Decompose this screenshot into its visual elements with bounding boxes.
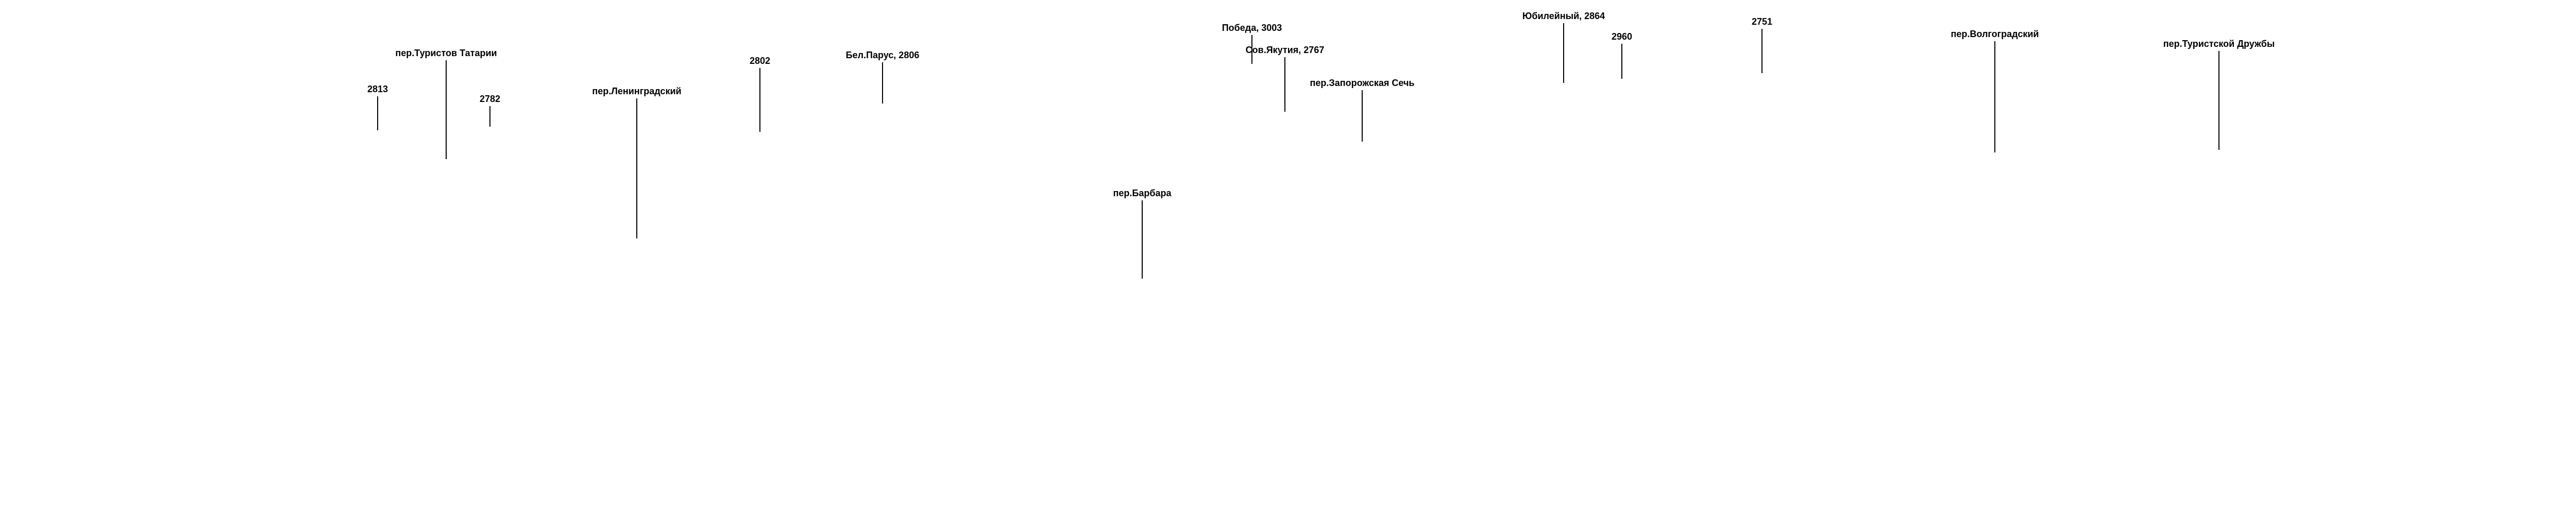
marker-line	[1994, 41, 1995, 152]
marker-line	[446, 60, 447, 159]
marker-label: пер.Ленинградский	[592, 86, 682, 96]
marker-label: Бел.Парус, 2806	[845, 50, 920, 60]
marker-line	[882, 62, 883, 104]
marker-line	[1284, 57, 1285, 112]
marker-label: пер.Барбара	[1113, 188, 1172, 198]
marker-line	[1142, 200, 1143, 279]
marker-label: Сов.Якутия, 2767	[1245, 45, 1325, 55]
marker-label: пер.Туристов Татарии	[395, 48, 497, 58]
marker-line	[489, 106, 490, 127]
marker-label: 2802	[749, 56, 771, 66]
marker-line	[759, 68, 760, 132]
marker-label: пер.Волгоградский	[1951, 29, 2039, 39]
marker-line	[1362, 90, 1363, 142]
marker-label: 2813	[367, 84, 388, 94]
marker-line	[1251, 35, 1252, 64]
marker-line	[2218, 51, 2219, 150]
marker-label: пер.Запорожская Сечь	[1310, 78, 1415, 88]
marker-label: Юбилейный, 2864	[1522, 11, 1605, 21]
marker-label: 2960	[1611, 31, 1633, 42]
marker-label: 2782	[479, 94, 501, 104]
marker-line	[377, 96, 378, 130]
marker-label: 2751	[1751, 16, 1773, 27]
marker-line	[1563, 23, 1564, 83]
marker-line	[1621, 44, 1622, 79]
marker-label: Победа, 3003	[1222, 23, 1282, 33]
marker-line	[636, 98, 637, 238]
marker-label: пер.Туристской Дружбы	[2163, 39, 2275, 49]
marker-line	[1761, 29, 1762, 73]
